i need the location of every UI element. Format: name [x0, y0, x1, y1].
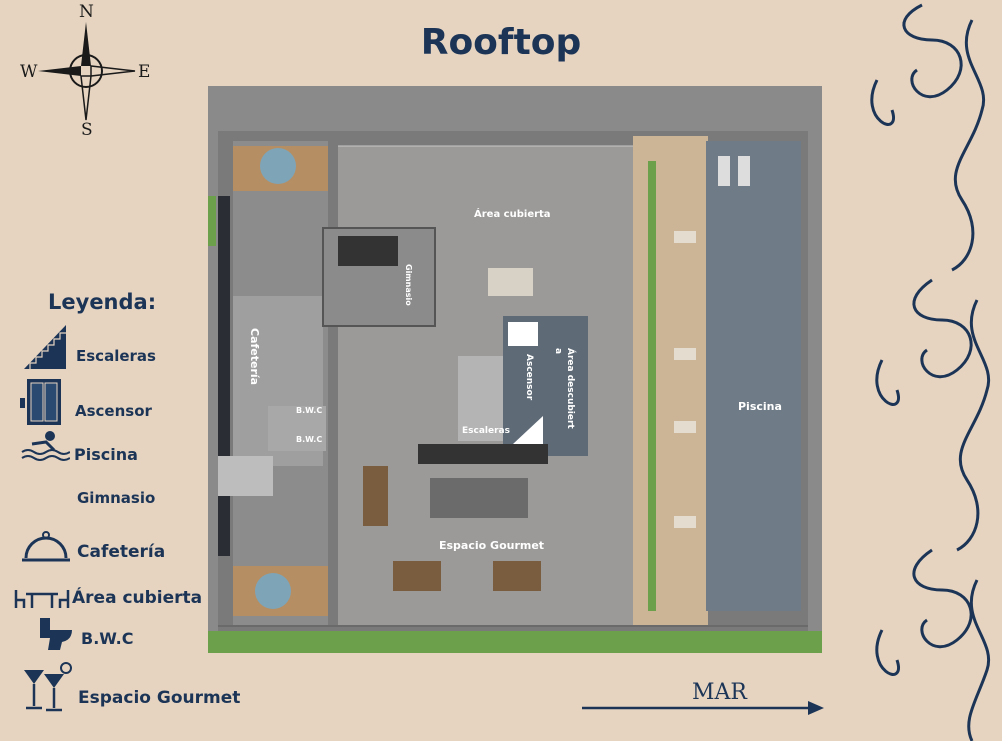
legend-item-area-cubierta: Área cubierta — [14, 584, 214, 614]
arrow-right-icon — [582, 701, 824, 715]
legend-item-espacio-gourmet: Espacio Gourmet — [22, 660, 262, 716]
legend-label-piscina: Piscina — [74, 445, 138, 464]
compass-west: W — [20, 62, 38, 82]
compass: N W E S — [20, 0, 150, 140]
swimmer-icon — [21, 431, 70, 461]
cloche-icon — [22, 531, 70, 562]
stairs-icon — [24, 325, 66, 369]
legend-label-gimnasio: Gimnasio — [77, 489, 156, 507]
label-piscina: Piscina — [738, 400, 782, 413]
label-cafeteria: Cafetería — [248, 328, 261, 386]
legend-label-bwc: B.W.C — [81, 629, 134, 648]
label-ascensor: Ascensor — [524, 354, 534, 401]
compass-south: S — [81, 120, 93, 140]
label-bwc-1: B.W.C — [296, 406, 323, 415]
decorative-wave-icon — [870, 3, 991, 741]
legend-label-escaleras: Escaleras — [76, 347, 156, 365]
table-chairs-icon — [14, 590, 70, 608]
legend-item-bwc: B.W.C — [38, 616, 158, 656]
legend-item-cafeteria: Cafetería — [22, 530, 182, 570]
elevator-icon — [20, 379, 61, 425]
label-gimnasio: Gimnasio — [404, 264, 413, 306]
legend-item-piscina: Piscina — [20, 428, 170, 468]
legend-title: Leyenda: — [48, 290, 157, 314]
legend-label-area-cubierta: Área cubierta — [72, 588, 203, 608]
compass-east: E — [138, 62, 151, 82]
legend-item-escaleras: Escaleras — [24, 325, 164, 375]
sea-label: MAR — [692, 680, 747, 705]
label-area-descubierta: Área descubierta — [553, 348, 575, 429]
compass-rose-icon — [38, 22, 136, 121]
compass-north: N — [79, 2, 94, 22]
floor-plan-drawing — [208, 86, 822, 653]
label-bwc-2: B.W.C — [296, 435, 323, 444]
label-espacio-gourmet: Espacio Gourmet — [439, 539, 545, 552]
cocktail-icon — [24, 662, 72, 712]
label-escaleras: Escaleras — [462, 426, 510, 436]
floor-plan: Área cubierta Gimnasio Cafetería Ascenso… — [208, 86, 822, 653]
toilet-icon — [40, 618, 72, 650]
legend-label-cafeteria: Cafetería — [77, 542, 166, 562]
label-area-cubierta: Área cubierta — [474, 209, 551, 220]
legend-label-espacio-gourmet: Espacio Gourmet — [78, 688, 241, 708]
page-title: Rooftop — [420, 22, 582, 63]
legend-item-ascensor: Ascensor — [20, 378, 170, 428]
legend-label-ascensor: Ascensor — [75, 402, 152, 420]
